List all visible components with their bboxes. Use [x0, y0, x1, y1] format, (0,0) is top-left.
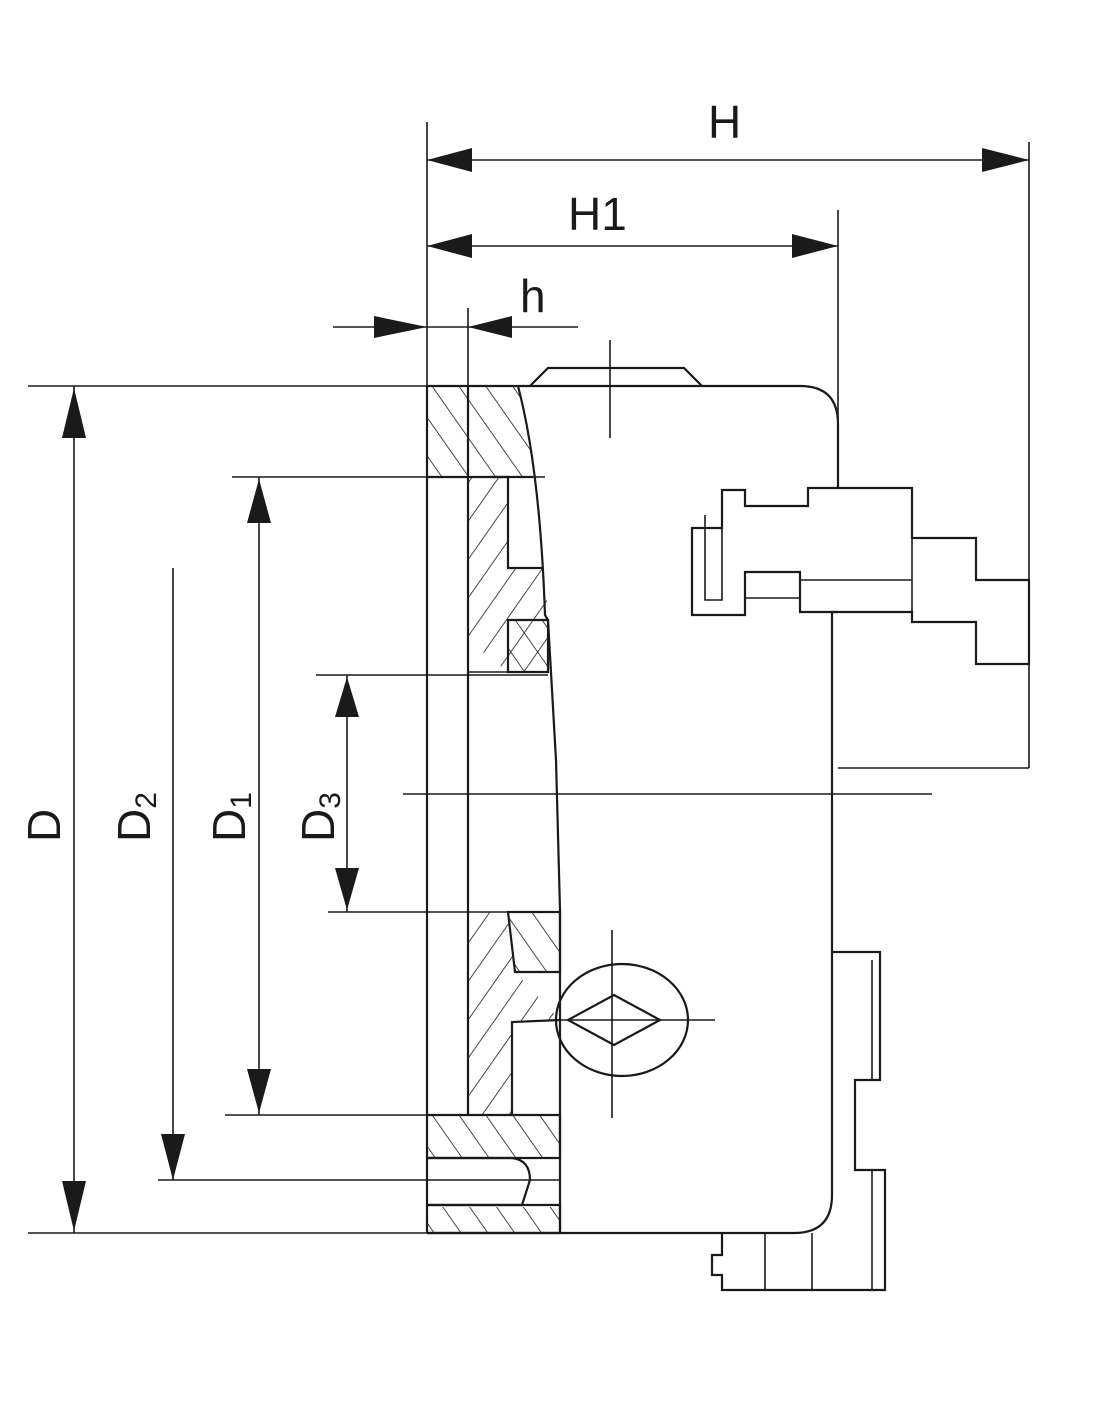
chuck-body	[425, 384, 840, 1235]
lower-jaw	[710, 950, 887, 1292]
label-H1: H1	[568, 188, 627, 240]
dimension-D2: D2	[108, 568, 560, 1181]
label-D1: D1	[203, 792, 258, 842]
label-D3: D3	[292, 792, 347, 842]
upper-jaw	[690, 486, 1031, 769]
dimension-D3: D3	[292, 674, 560, 913]
label-h: h	[520, 270, 546, 322]
dimension-H1: H1	[427, 188, 839, 488]
dimension-h: h	[333, 270, 578, 478]
label-D: D	[18, 809, 70, 842]
label-D2: D2	[108, 792, 163, 842]
label-H: H	[708, 96, 741, 148]
pinion-hole	[554, 930, 715, 1118]
top-key-slot	[529, 340, 703, 438]
dimension-D: D	[18, 385, 520, 1234]
